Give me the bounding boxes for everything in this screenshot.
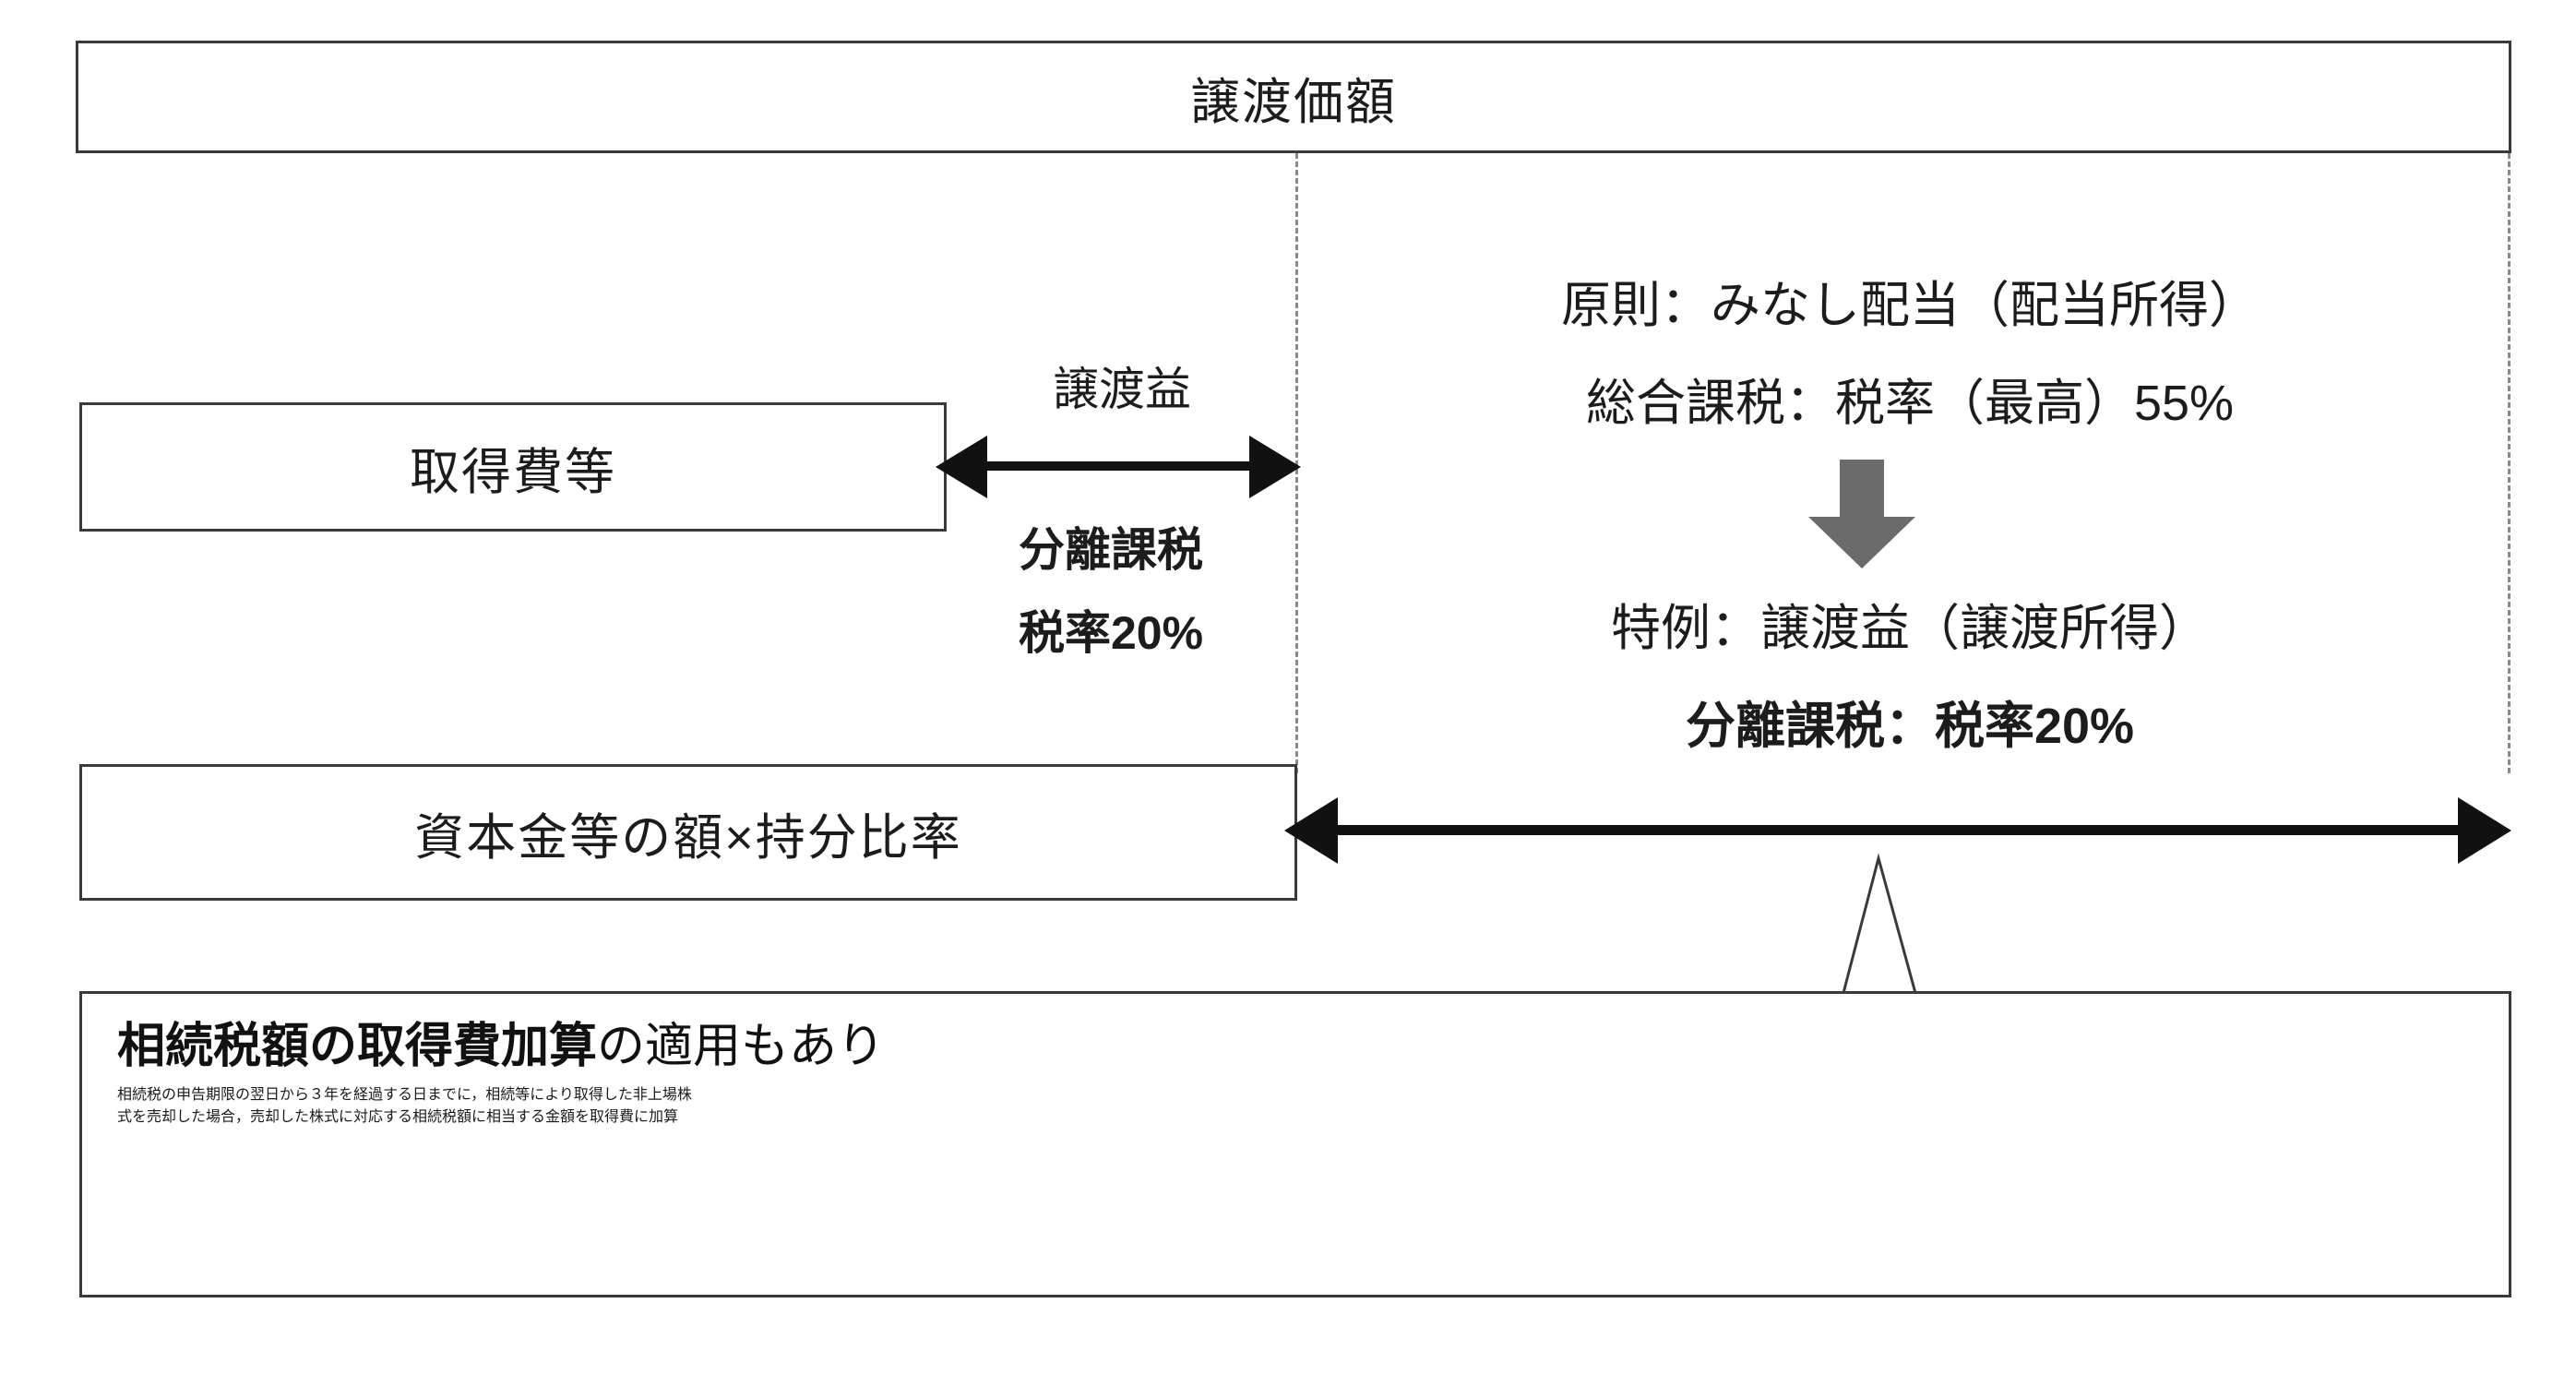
- transfer-price-label: 譲渡価額: [1190, 74, 1397, 130]
- comprehensive-tax-text: 総合課税：税率（最高）55%: [1585, 376, 2235, 431]
- note-title-rest: の適用もあり: [597, 1020, 886, 1073]
- separate-tax-rate-text: 分離課税：税率20%: [1685, 699, 2135, 754]
- acquisition-cost-box: 取得費等: [79, 402, 947, 532]
- note-callout-box: 相続税額の取得費加算の適用もあり 相続税の申告期限の翌日から３年を経過する日まで…: [79, 991, 2511, 1297]
- tax-rate-label-middle: 税率20%: [1018, 607, 1204, 659]
- transfer-gain-label: 譲渡益: [1053, 364, 1191, 415]
- capital-amount-label: 資本金等の額×持分比率: [414, 809, 962, 866]
- note-body-line: 相続税の申告期限の翌日から３年を経過する日までに，相続等により取得した非上場株: [117, 1087, 692, 1104]
- double-headed-arrow-icon: [936, 436, 1301, 498]
- down-arrow-icon: [1808, 460, 1915, 568]
- capital-amount-box: 資本金等の額×持分比率: [79, 764, 1297, 901]
- double-headed-arrow-icon: [1284, 797, 2511, 864]
- dashed-guide-middle: [1295, 153, 1298, 773]
- callout-tail-icon: [1735, 853, 2030, 995]
- special-case-transfer-gain-text: 特例：譲渡益（譲渡所得）: [1611, 601, 2209, 656]
- separate-tax-label-middle: 分離課税: [1019, 524, 1203, 576]
- transfer-price-box: 譲渡価額: [76, 41, 2511, 153]
- note-body-line: 式を売却した場合，売却した株式に対応する相続税額に相当する金額を取得費に加算: [117, 1109, 679, 1126]
- acquisition-cost-label: 取得費等: [410, 444, 616, 500]
- note-title-bold: 相続税額の取得費加算: [117, 1020, 598, 1073]
- principle-deemed-dividend-text: 原則：みなし配当（配当所得）: [1561, 278, 2259, 333]
- dashed-guide-right: [2508, 153, 2510, 773]
- note-title: 相続税額の取得費加算の適用もあり: [117, 1018, 2474, 1076]
